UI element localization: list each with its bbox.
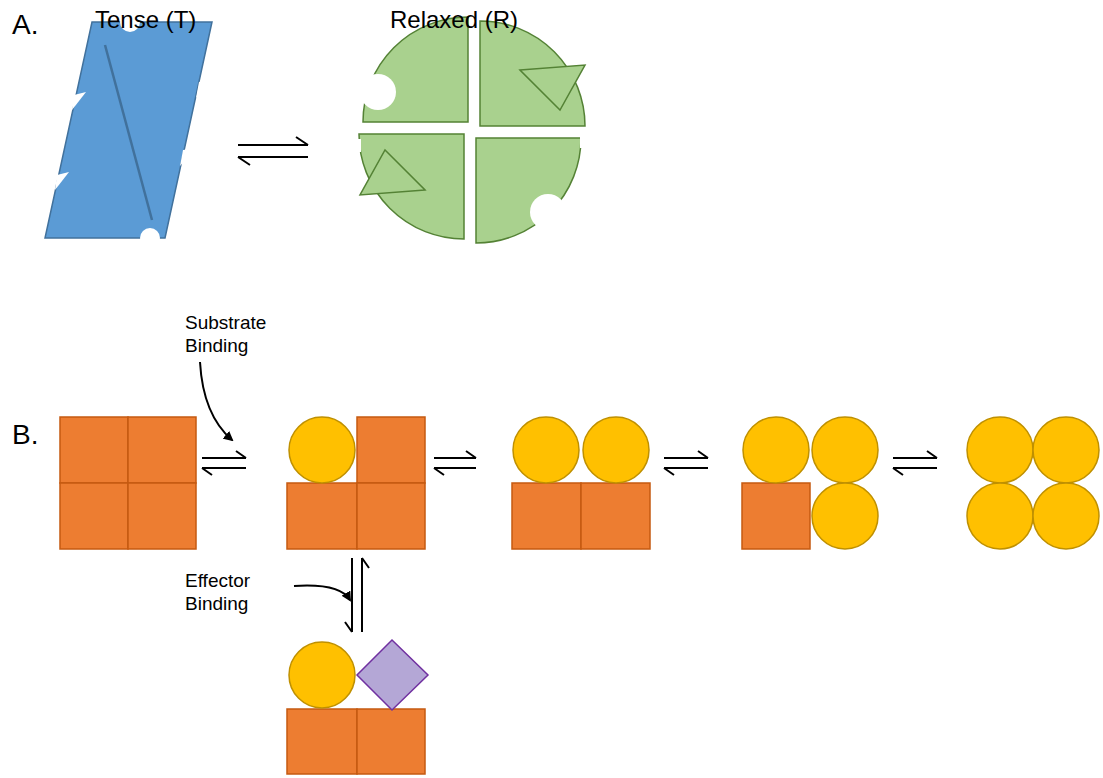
relaxed-shape (345, 17, 600, 243)
state-label: Tense (T) (95, 6, 275, 35)
leader-arrow (294, 586, 350, 600)
leader-arrow (200, 362, 232, 440)
process-label: Effector Binding (185, 570, 285, 616)
equilibrium-arrow (238, 137, 308, 165)
panel-letter: B. (12, 418, 72, 452)
state-label: Relaxed (R) (390, 6, 590, 35)
tense-shape (45, 12, 212, 248)
panel-letter: A. (12, 8, 72, 42)
subunits (60, 417, 1099, 774)
process-label: Substrate Binding (185, 312, 295, 358)
